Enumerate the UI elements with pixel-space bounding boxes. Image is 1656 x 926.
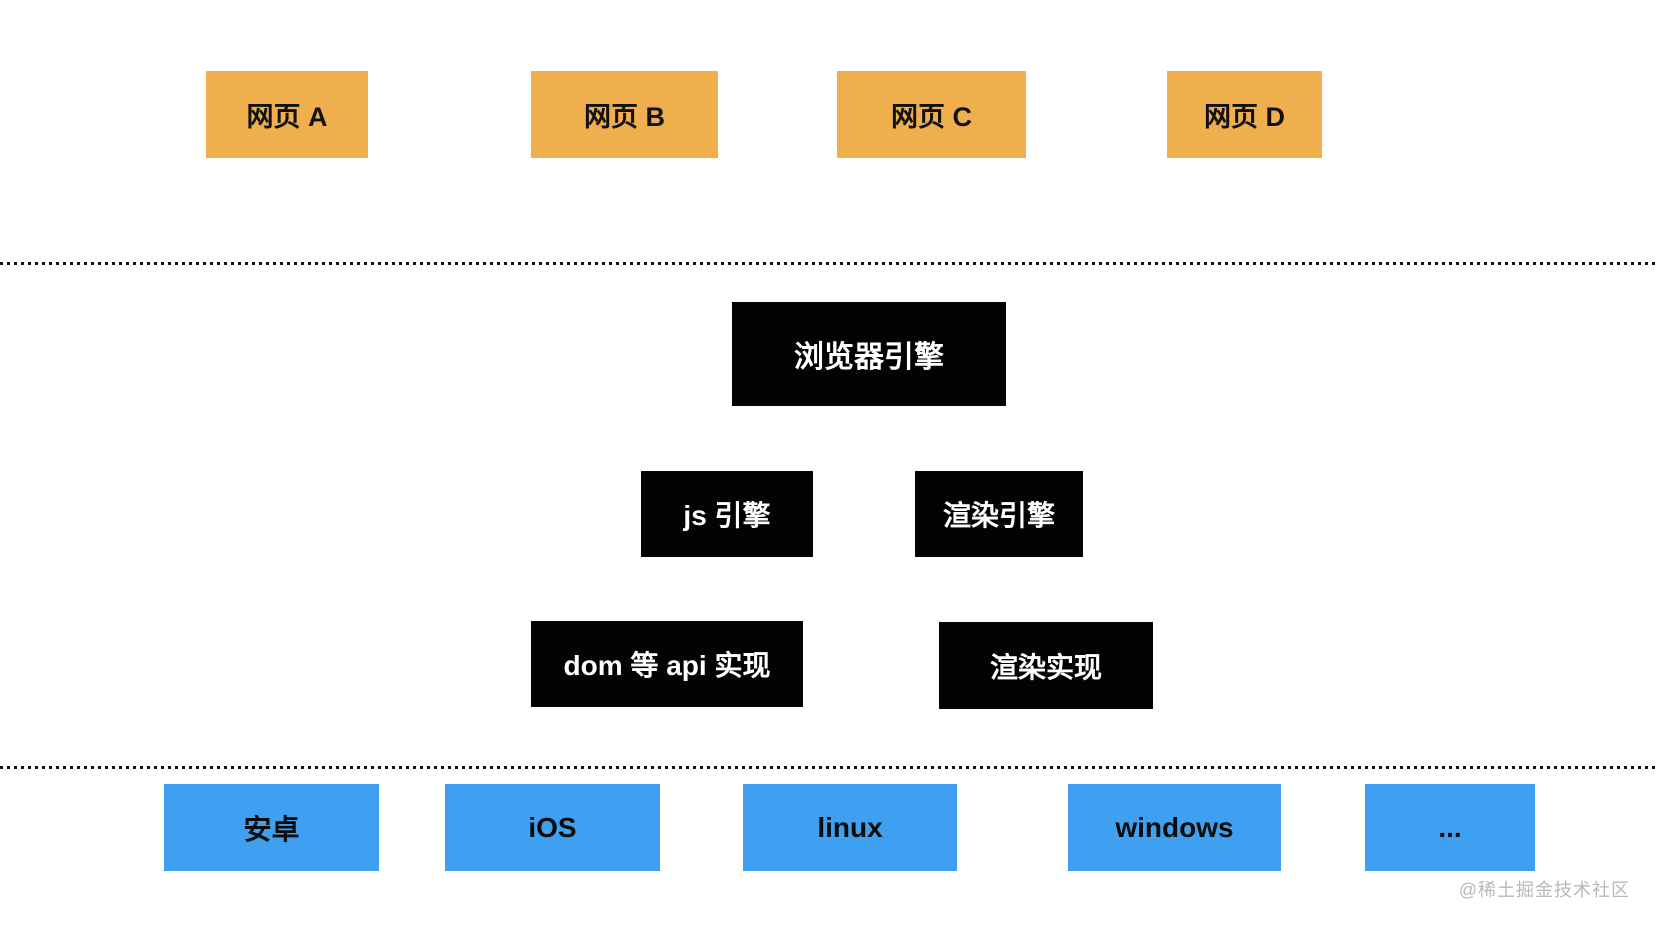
webpage-b-label: 网页 B	[584, 102, 665, 132]
webpage-a-label: 网页 A	[246, 102, 328, 132]
platform-windows-label: windows	[1115, 811, 1234, 843]
platform-ios-box: iOS	[445, 784, 660, 871]
platform-android-box: 安卓	[164, 784, 379, 871]
js-engine-box: js 引擎	[641, 471, 813, 557]
watermark: @稀土掘金技术社区	[1458, 880, 1630, 900]
render-implementation-label: 渲染实现	[989, 651, 1102, 683]
dom-api-implementation-box: dom 等 api 实现	[531, 621, 803, 707]
webpage-c-label: 网页 C	[891, 102, 972, 132]
webpage-c-box: 网页 C	[837, 71, 1026, 158]
render-engine-label: 渲染引擎	[942, 500, 1055, 531]
webpage-a-box: 网页 A	[206, 71, 368, 158]
js-engine-label: js 引擎	[683, 500, 771, 531]
platform-more-box: ...	[1365, 784, 1535, 871]
webpage-d-box: 网页 D	[1167, 71, 1322, 158]
platform-android-label: 安卓	[243, 813, 300, 845]
platform-more-label: ...	[1438, 811, 1462, 843]
render-engine-box: 渲染引擎	[915, 471, 1083, 557]
platform-linux-label: linux	[817, 811, 883, 843]
browser-engine-box: 浏览器引擎	[732, 302, 1006, 406]
webpage-b-box: 网页 B	[531, 71, 718, 158]
dotted-divider-bottom	[0, 766, 1656, 769]
platform-linux-box: linux	[743, 784, 957, 871]
platform-ios-label: iOS	[528, 811, 577, 843]
platform-windows-box: windows	[1068, 784, 1281, 871]
browser-engine-label: 浏览器引擎	[794, 341, 944, 374]
render-implementation-box: 渲染实现	[939, 622, 1153, 709]
dotted-divider-top	[0, 262, 1656, 265]
webpage-d-label: 网页 D	[1204, 102, 1285, 132]
dom-api-implementation-label: dom 等 api 实现	[563, 650, 771, 681]
